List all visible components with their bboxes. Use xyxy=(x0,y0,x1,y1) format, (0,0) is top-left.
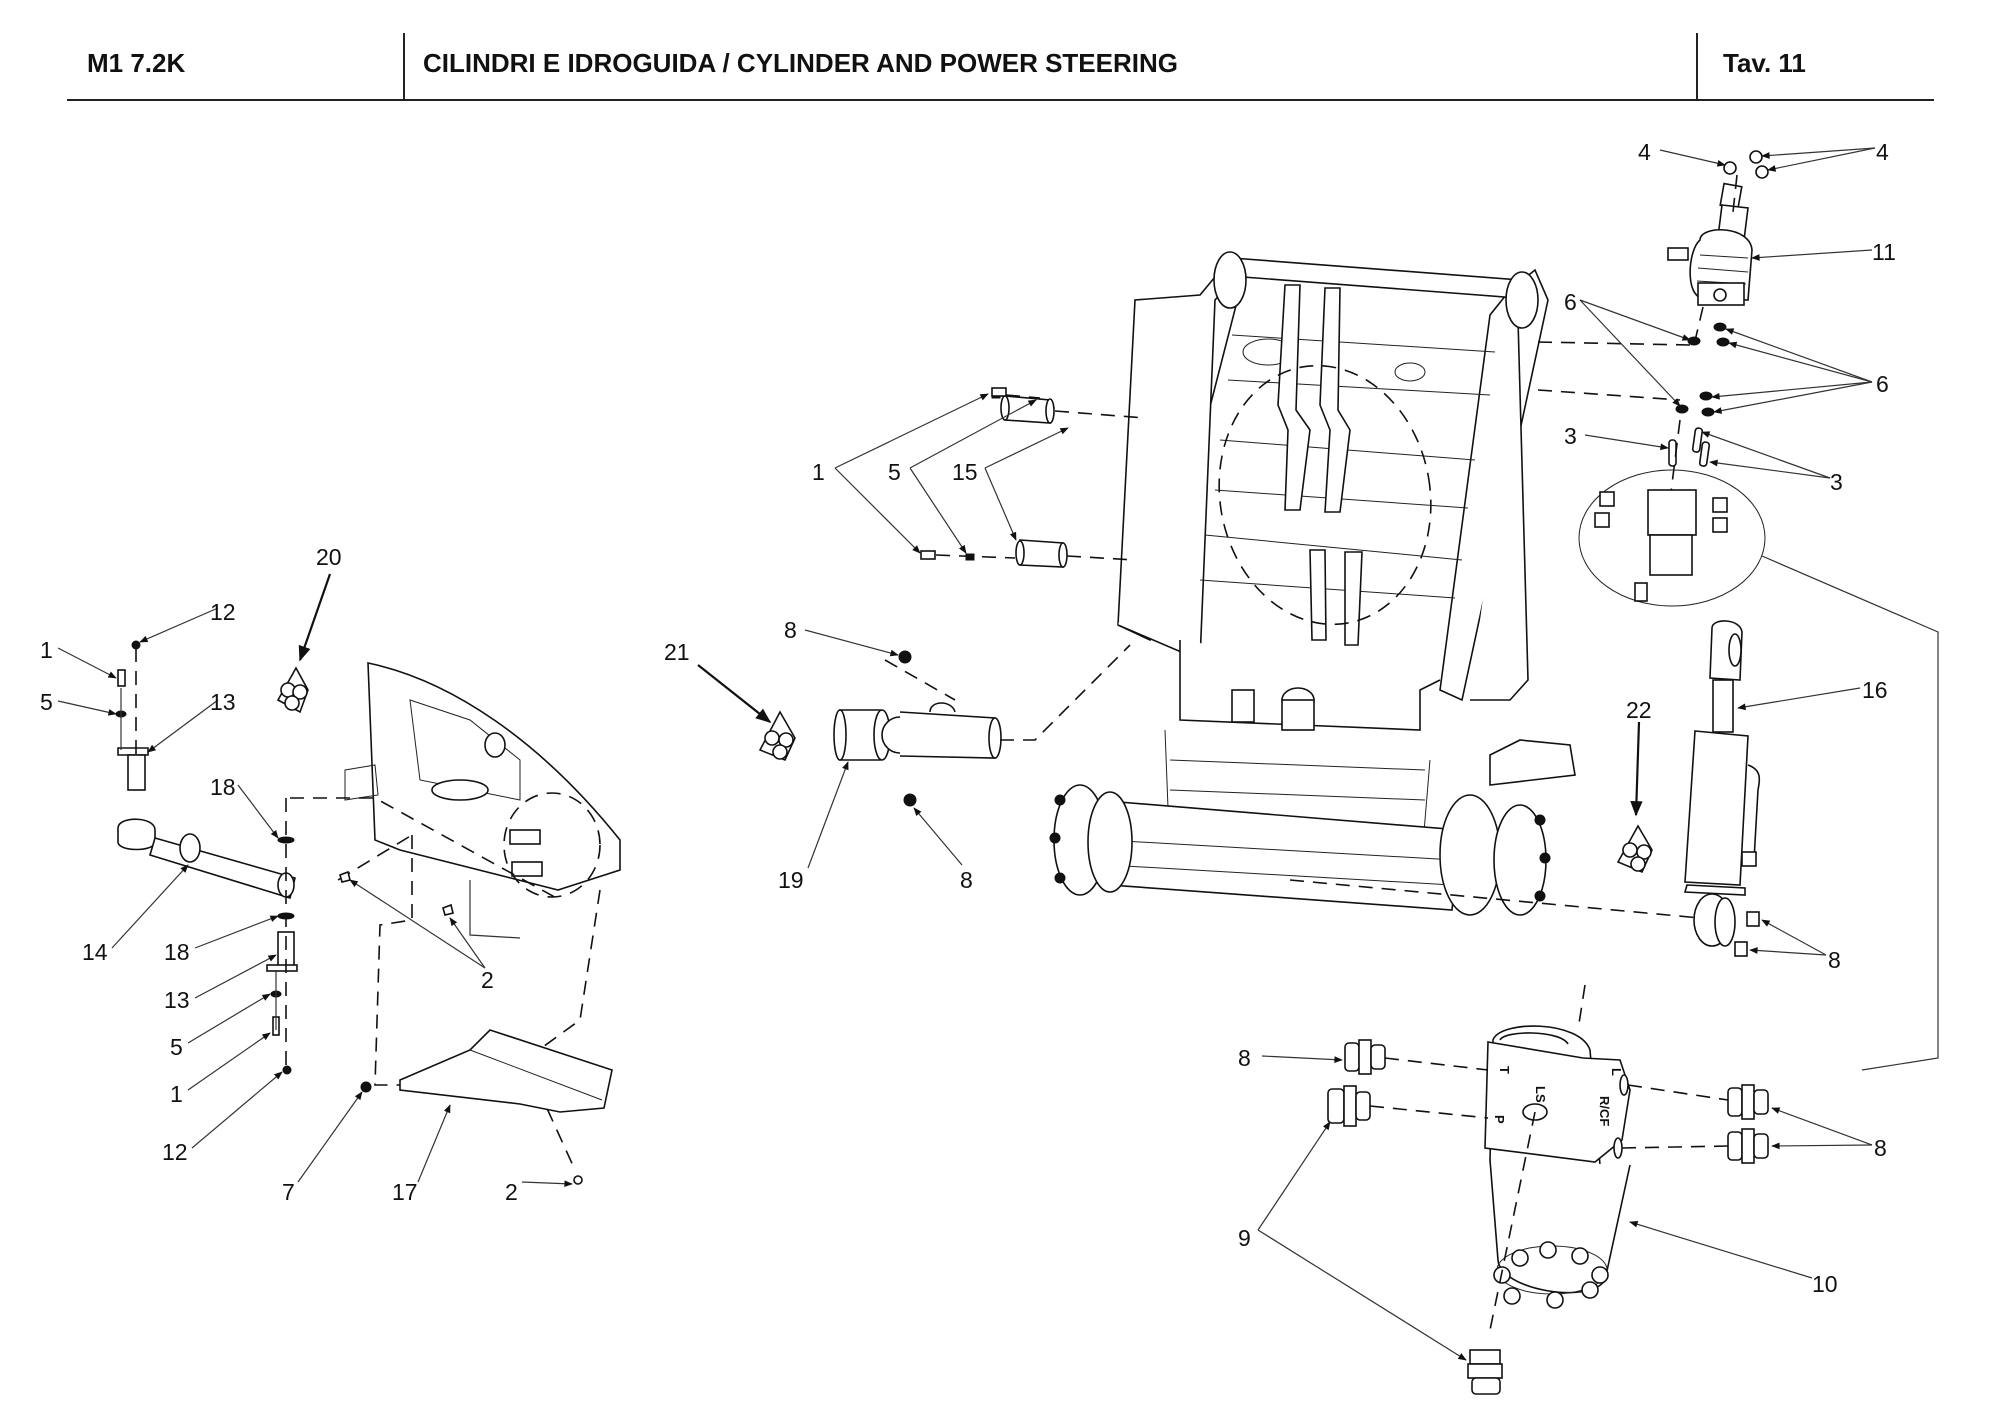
header-divider xyxy=(1696,33,1698,100)
page-title: CILINDRI E IDROGUIDA / CYLINDER AND POWE… xyxy=(423,48,1178,78)
callout-19: 19 xyxy=(778,867,804,893)
seal-kit-20 xyxy=(276,666,309,714)
fitting-8-left xyxy=(1344,1039,1386,1075)
cylinder-14 xyxy=(115,640,298,1075)
steering-unit-small xyxy=(1594,489,1728,602)
seal-kit-21 xyxy=(758,710,796,762)
callout-21: 21 xyxy=(664,639,690,665)
callout-12: 12 xyxy=(210,599,236,625)
callout-13: 13 xyxy=(210,689,236,715)
guard-17 xyxy=(399,1029,613,1113)
callout-9: 9 xyxy=(1238,1225,1251,1251)
callout-2: 2 xyxy=(505,1179,518,1205)
callout-16: 16 xyxy=(1862,677,1888,703)
hex-bolts xyxy=(1493,1241,1609,1309)
fitting-9-left xyxy=(1327,1085,1371,1127)
steering-cylinder xyxy=(1683,620,1761,957)
cylinder-19 xyxy=(833,650,1002,807)
callout-20: 20 xyxy=(316,544,342,570)
power-steering-unit: T L P LS R/CF xyxy=(1484,1025,1631,1309)
callout-3: 3 xyxy=(1830,469,1843,495)
callout-18: 18 xyxy=(210,774,236,800)
callout-14: 14 xyxy=(82,939,108,965)
steering-column xyxy=(1667,150,1769,306)
callout-4: 4 xyxy=(1638,139,1651,165)
pins-3 xyxy=(1668,427,1711,467)
wheel-hub-right xyxy=(1439,794,1501,916)
fittings-8-9 xyxy=(1327,1039,1769,1395)
callout-5: 5 xyxy=(888,459,901,485)
steering-unit-detail xyxy=(1578,469,1766,607)
front-housing xyxy=(344,662,621,898)
callout-labels: 4 4 11 6 6 3 3 1 5 15 20 12 1 5 13 18 14… xyxy=(40,139,1896,1297)
washers-6 xyxy=(1675,322,1730,417)
callout-8: 8 xyxy=(1828,947,1841,973)
header-rule xyxy=(67,99,1934,101)
callout-8: 8 xyxy=(1874,1135,1887,1161)
callout-10: 10 xyxy=(1812,1271,1838,1297)
callout-5: 5 xyxy=(40,689,53,715)
port-label-ls: LS xyxy=(1533,1086,1548,1103)
callout-11: 11 xyxy=(1872,239,1896,265)
callout-22: 22 xyxy=(1626,697,1652,723)
fitting-9-bottom xyxy=(1467,1349,1503,1395)
callout-8: 8 xyxy=(960,867,973,893)
callout-8: 8 xyxy=(1238,1045,1251,1071)
detail-ellipse xyxy=(1218,364,1432,626)
fitting-8-right-top xyxy=(1727,1084,1769,1120)
screw-2 xyxy=(339,870,351,883)
table-number: Tav. 11 xyxy=(1723,48,1806,78)
axle xyxy=(1094,799,1461,911)
port-label-p: P xyxy=(1492,1115,1507,1124)
seal-kit-22 xyxy=(1616,824,1653,874)
port-label-l: L xyxy=(1609,1068,1624,1076)
leader-lines xyxy=(57,147,1876,1361)
callout-6: 6 xyxy=(1876,371,1889,397)
callout-18: 18 xyxy=(164,939,190,965)
nut-7 xyxy=(360,1081,372,1093)
model-code: M1 7.2K xyxy=(87,48,186,78)
callout-1: 1 xyxy=(170,1081,183,1107)
callout-15: 15 xyxy=(952,459,978,485)
callout-12: 12 xyxy=(162,1139,188,1165)
callout-1: 1 xyxy=(812,459,825,485)
callout-13: 13 xyxy=(164,987,190,1013)
callout-4: 4 xyxy=(1876,139,1889,165)
callout-2: 2 xyxy=(481,967,494,993)
port-label-rcf: R/CF xyxy=(1597,1096,1612,1126)
screw-2 xyxy=(573,1175,583,1185)
fitting-8-right-bottom xyxy=(1727,1128,1769,1164)
callout-3: 3 xyxy=(1564,423,1577,449)
callout-7: 7 xyxy=(282,1179,295,1205)
callout-5: 5 xyxy=(170,1034,183,1060)
pins-15 xyxy=(920,387,1068,568)
callout-8: 8 xyxy=(784,617,797,643)
callout-6: 6 xyxy=(1564,289,1577,315)
header-divider xyxy=(403,33,405,100)
chassis-frame xyxy=(1049,251,1576,916)
callout-1: 1 xyxy=(40,637,53,663)
callout-17: 17 xyxy=(392,1179,418,1205)
port-label-t: T xyxy=(1497,1066,1512,1074)
screw-2 xyxy=(442,903,454,916)
